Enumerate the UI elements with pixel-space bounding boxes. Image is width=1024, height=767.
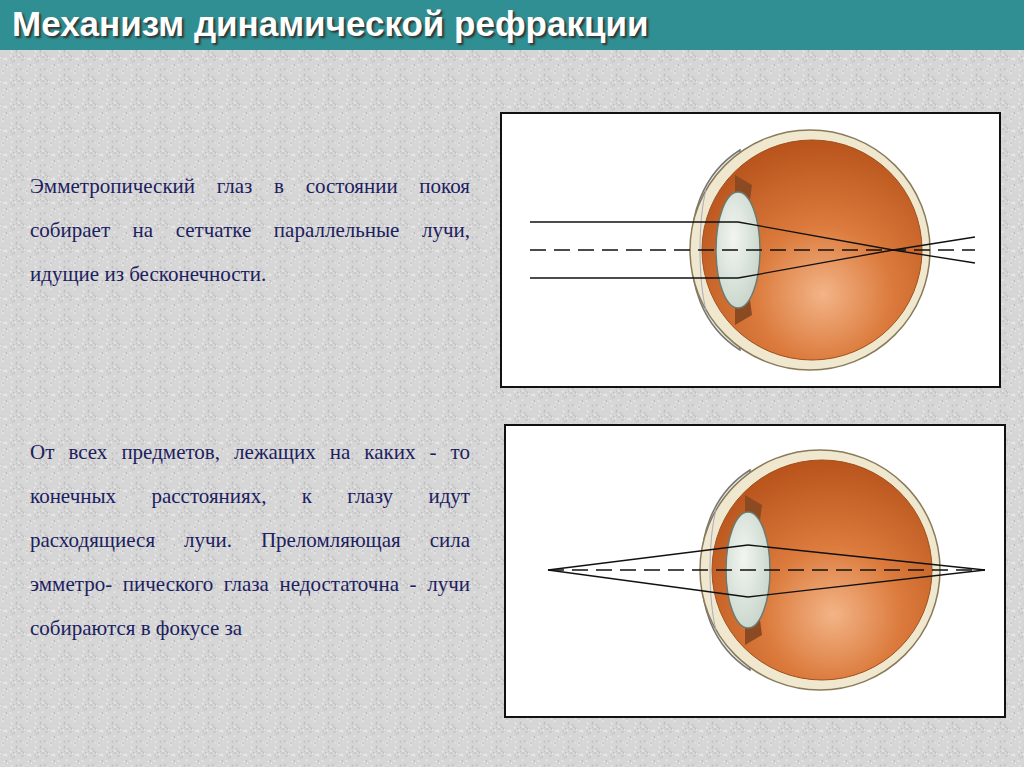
body-text: От всех предметов, лежащих на каких - то… — [30, 430, 470, 650]
light-rays — [548, 545, 985, 597]
slide-title: Механизм динамической рефракции — [12, 4, 648, 44]
light-rays — [530, 222, 975, 278]
figure-frame — [501, 113, 1000, 387]
figure-frame — [505, 425, 1005, 717]
body-text: Эмметропический глаз в состоянии покоя с… — [30, 164, 470, 296]
